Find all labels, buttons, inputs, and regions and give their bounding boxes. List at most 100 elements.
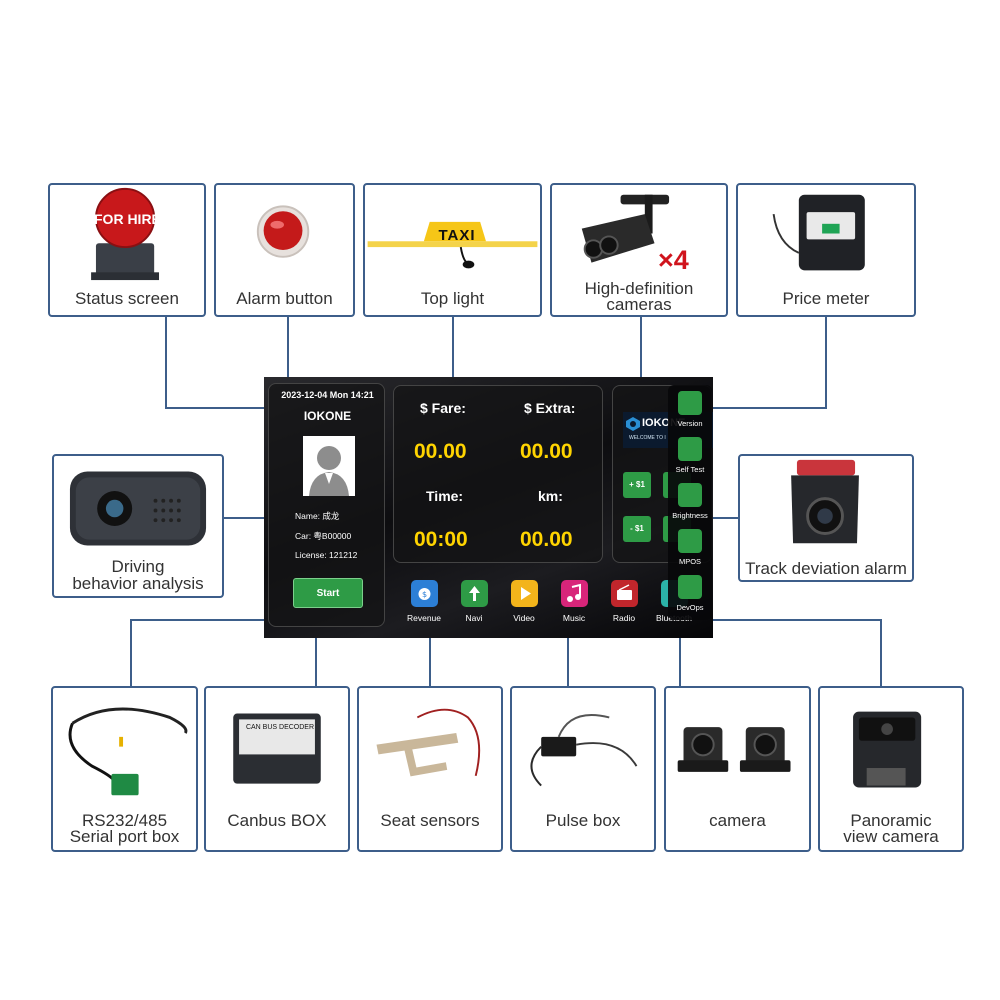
track-deviation-label: Track deviation alarm	[745, 559, 907, 578]
side-label-devops: DevOps	[676, 603, 704, 612]
canbus-box-image	[233, 713, 321, 784]
start-button-label: Start	[316, 588, 340, 599]
status-screen-label: Status screen	[75, 289, 179, 308]
canbus-box-card: CAN BUS DECODER Canbus BOX	[204, 686, 350, 852]
version-icon	[678, 391, 702, 415]
serial-port-box-label-line2: Serial port box	[69, 827, 180, 846]
track-deviation-camera-image	[791, 459, 859, 544]
minus-one-button[interactable]: - $1	[623, 516, 651, 542]
mpos-icon	[678, 529, 702, 553]
serial-port-box-image	[68, 707, 188, 796]
dock-label-music: Music	[562, 613, 586, 623]
panoramic-camera-label-line2: view camera	[843, 827, 939, 846]
status-screen-card: FOR HIRE Status screen	[48, 183, 206, 317]
music-icon	[561, 580, 588, 607]
dock-label-video: Video	[513, 613, 535, 623]
dock-label-radio: Radio	[612, 613, 636, 623]
side-label-version: Version	[677, 419, 703, 428]
dock-item-revenue[interactable]: $ Revenue	[399, 577, 449, 627]
panoramic-camera-image	[853, 711, 922, 788]
hd-cameras-label-line2: cameras	[606, 295, 672, 314]
side-item-devops[interactable]: DevOps	[668, 573, 712, 617]
top-light-label: Top light	[420, 289, 485, 308]
alarm-button-image	[256, 205, 310, 258]
seat-sensors-card: Seat sensors	[357, 686, 503, 852]
dock-item-music[interactable]: Music	[549, 577, 599, 627]
panoramic-camera-label-line1: Panoramic	[850, 811, 932, 830]
panoramic-camera-card: Panoramic view camera	[818, 686, 964, 852]
track-deviation-card: Track deviation alarm	[738, 454, 914, 582]
dock-label-navi: Navi	[465, 613, 483, 623]
time-value: 00:00	[414, 528, 468, 551]
plus-one-label: + $1	[629, 480, 645, 489]
devops-icon	[678, 575, 702, 599]
side-item-brightness[interactable]: Brightness	[668, 481, 712, 525]
can-decoder-text: CAN BUS DECODER	[245, 724, 315, 731]
side-item-version[interactable]: Version	[668, 389, 712, 433]
side-label-self-test: Self Test	[675, 465, 705, 474]
hd-cameras-card: ×4 High-definition cameras	[550, 183, 728, 317]
radio-icon	[611, 580, 638, 607]
driver-name: Name: 成龙	[295, 511, 340, 521]
dock-label-revenue: Revenue	[406, 613, 442, 623]
time-label: Time:	[426, 488, 464, 504]
camera-label: camera	[709, 811, 766, 830]
seat-sensors-image	[376, 708, 481, 777]
settings-side-menu: Version Self Test Brightness MPOS DevOps	[668, 385, 712, 620]
hd-cameras-label-line1: High-definition	[584, 279, 694, 298]
fare-panel: $ Fare: $ Extra: 00.00 00.00 Time: km: 0…	[393, 385, 603, 563]
side-label-mpos: MPOS	[678, 557, 702, 566]
taxi-sign-text: TAXI	[438, 227, 476, 244]
video-icon	[511, 580, 538, 607]
brand-title: IOKONE	[303, 409, 352, 423]
side-item-mpos[interactable]: MPOS	[668, 527, 712, 571]
hd-cameras-image	[581, 194, 670, 263]
km-label: km:	[538, 488, 563, 504]
for-hire-text: FOR HIRE	[94, 211, 161, 227]
driving-behavior-camera-image	[69, 471, 207, 546]
driving-behavior-card: Driving behavior analysis	[52, 454, 224, 598]
serial-port-box-card: RS232/485 Serial port box	[51, 686, 198, 852]
app-dock: $ Revenue Navi Video Music	[399, 577, 699, 629]
license-number: License: 121212	[295, 550, 358, 560]
brightness-icon	[678, 483, 702, 507]
km-value: 00.00	[520, 528, 573, 551]
minus-one-label: - $1	[630, 524, 644, 533]
camera-card: camera	[664, 686, 811, 852]
self-test-icon	[678, 437, 702, 461]
seat-sensors-label: Seat sensors	[380, 811, 480, 830]
alarm-button-card: Alarm button	[214, 183, 355, 317]
revenue-icon: $	[411, 580, 438, 607]
dock-item-navi[interactable]: Navi	[449, 577, 499, 627]
dock-item-radio[interactable]: Radio	[599, 577, 649, 627]
driving-behavior-label-line2: behavior analysis	[72, 574, 204, 593]
canbus-box-label: Canbus BOX	[227, 811, 327, 830]
extra-value: 00.00	[520, 440, 573, 463]
top-light-card: TAXI Top light	[363, 183, 542, 317]
top-light-image	[367, 221, 538, 269]
plus-one-button[interactable]: + $1	[623, 472, 651, 498]
price-meter-image	[772, 194, 865, 271]
extra-label: $ Extra:	[524, 400, 576, 416]
quantity-four-text: ×4	[658, 245, 689, 275]
driver-panel: 2023-12-04 Mon 14:21 IOKONE Name: 成龙 Car…	[268, 383, 385, 627]
pulse-box-label: Pulse box	[545, 811, 621, 830]
pulse-box-image	[530, 714, 638, 787]
fare-value: 00.00	[414, 440, 467, 463]
logo-icon	[626, 417, 640, 431]
serial-port-box-label-line1: RS232/485	[81, 811, 168, 830]
welcome-text: WELCOME TO I	[629, 435, 666, 441]
start-button[interactable]: Start	[293, 578, 363, 608]
taxi-meter-screen: 2023-12-04 Mon 14:21 IOKONE Name: 成龙 Car…	[264, 377, 713, 638]
navigation-icon	[461, 580, 488, 607]
fare-label: $ Fare:	[420, 400, 466, 416]
pulse-box-card: Pulse box	[510, 686, 656, 852]
dock-item-video[interactable]: Video	[499, 577, 549, 627]
side-item-self-test[interactable]: Self Test	[668, 435, 712, 479]
alarm-button-label: Alarm button	[236, 289, 333, 308]
price-meter-label: Price meter	[782, 289, 870, 308]
camera-pair-image	[677, 727, 791, 772]
car-plate: Car: 粤B00000	[295, 531, 352, 541]
status-screen-image	[91, 187, 160, 281]
